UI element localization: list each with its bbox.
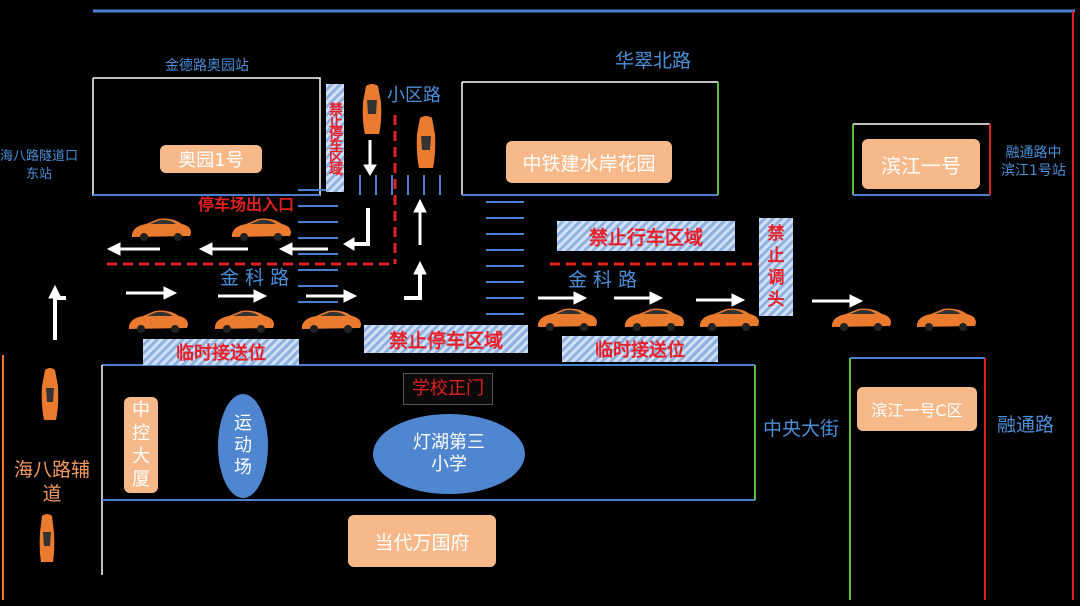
- jinke-road-label-2: 金 科 路: [568, 269, 638, 291]
- playground: 运 动 场: [218, 394, 268, 498]
- school-building: 灯湖第三 小学: [373, 414, 525, 494]
- car-icon: [362, 84, 382, 134]
- haiba-tunnel-label: 海八路隧道口 东站: [0, 149, 79, 182]
- car-icon: [39, 514, 55, 562]
- car-icon: [132, 218, 191, 241]
- jinde-station-label: 金德路奥园站: [165, 58, 249, 74]
- parking-entrance-label: 停车场出入口: [198, 195, 295, 214]
- car-icon: [538, 308, 597, 331]
- car-icon: [215, 310, 274, 333]
- zhongkong-building: 中 控 大 厦: [124, 397, 158, 493]
- haiba-aux-label: 海八路辅 道: [14, 459, 91, 505]
- aoyuan-building: 奥园1号: [160, 145, 262, 173]
- car-icon: [917, 308, 976, 331]
- zhongtiejian-building: 中铁建水岸花园: [506, 141, 672, 183]
- temp-dropoff-zone-2: 临时接送位: [562, 336, 718, 362]
- car-icon: [41, 368, 59, 420]
- rongtong-road-label: 融通路: [997, 414, 1055, 436]
- car-icon: [416, 116, 436, 168]
- rongtong-station-label: 融通路中 滨江1号站: [1001, 145, 1066, 179]
- zhongyang-street-label: 中央大街: [763, 418, 840, 440]
- no-parking-zone: 禁止停车区域: [364, 325, 528, 353]
- xiaoqu-road-label: 小区路: [387, 85, 441, 106]
- dangdai-building: 当代万国府: [348, 515, 496, 567]
- temp-dropoff-zone-1: 临时接送位: [143, 339, 299, 365]
- car-icon: [832, 308, 891, 331]
- huacui-north-label: 华翠北路: [615, 50, 692, 72]
- car-icon: [129, 310, 188, 333]
- binjiang-building: 滨江一号: [862, 139, 980, 189]
- car-icon: [302, 310, 361, 333]
- car-icon: [700, 308, 759, 331]
- car-icon: [232, 218, 291, 241]
- no-driving-zone: 禁止行车区域: [557, 221, 735, 251]
- no-uturn-zone: 禁 止 调 头: [759, 218, 793, 316]
- binjiang-c-building: 滨江一号C区: [857, 387, 977, 431]
- jinke-road-label-1: 金 科 路: [220, 267, 290, 289]
- no-parking-vertical-zone: 禁止停车区域: [326, 84, 344, 192]
- car-icon: [625, 308, 684, 331]
- school-gate-label: 学校正门: [403, 373, 493, 405]
